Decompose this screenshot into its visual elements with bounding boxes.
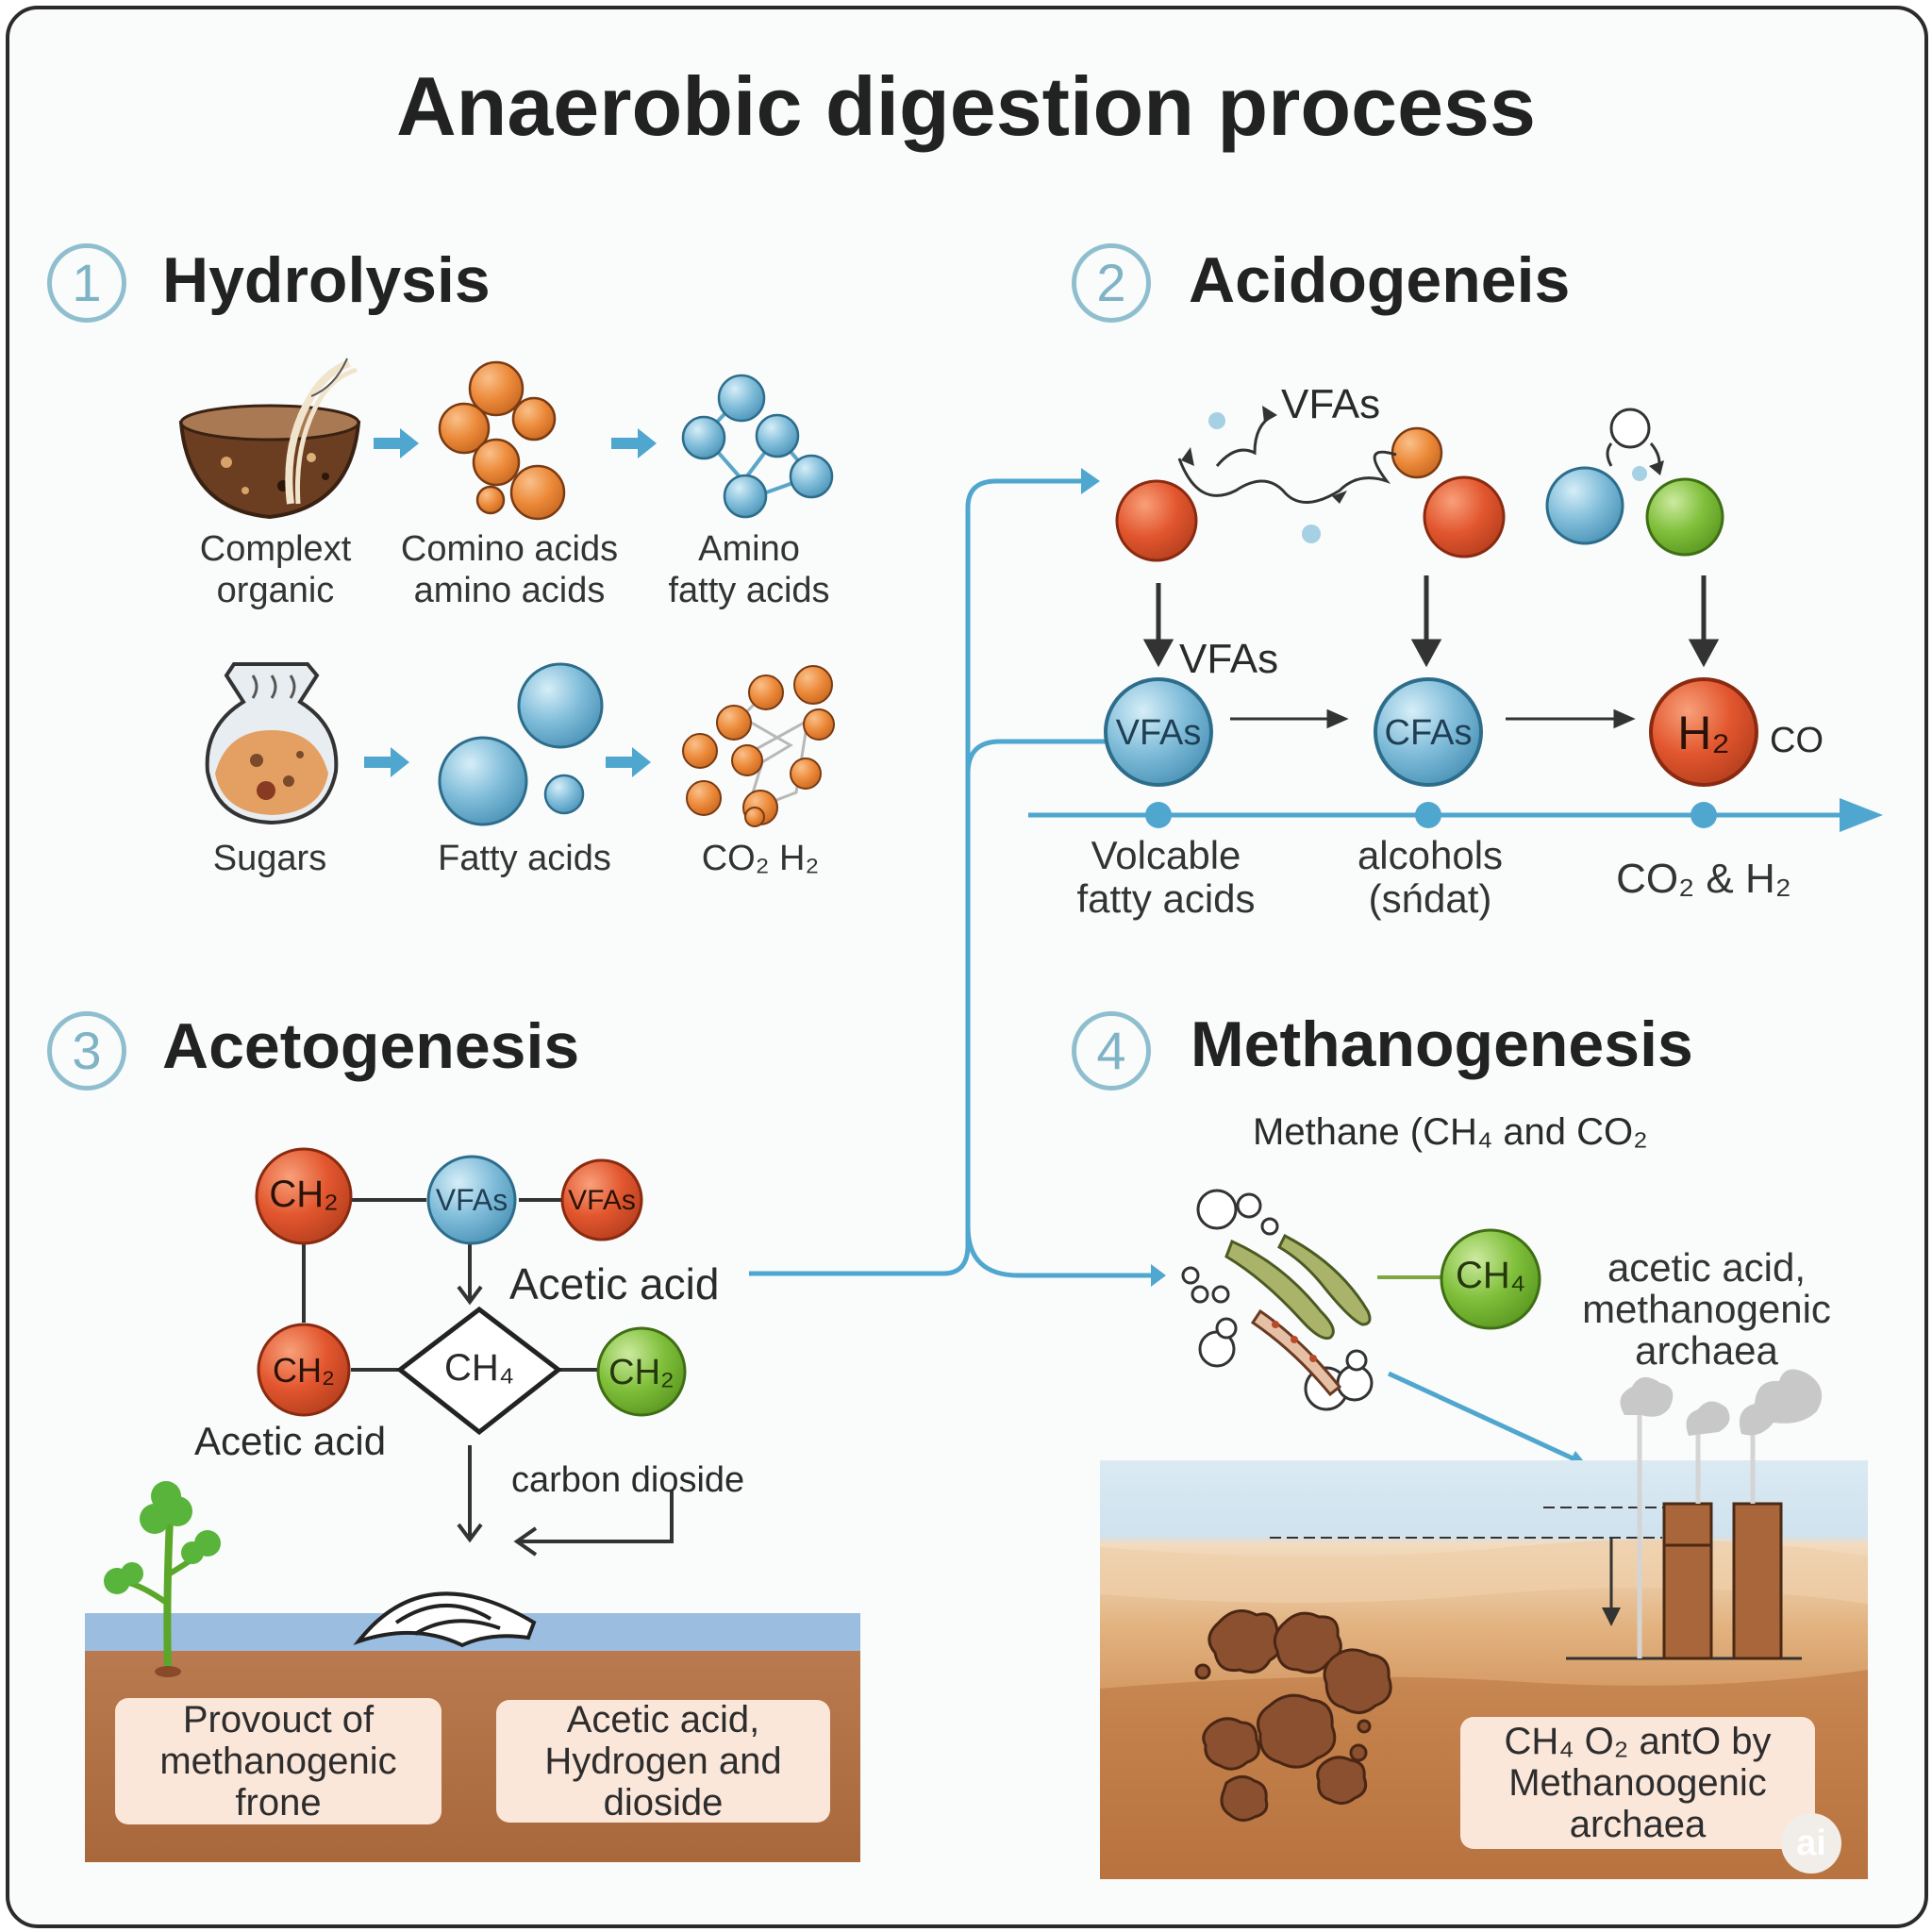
vfas-node-label: VFAs bbox=[1115, 713, 1202, 753]
ch4-diamond-label: CH₄ bbox=[443, 1347, 515, 1389]
amino-fatty-acids-label: Amino fatty acids bbox=[668, 529, 830, 610]
ai-watermark-icon: ai bbox=[1781, 1813, 1841, 1874]
microbes-icon bbox=[1181, 1189, 1441, 1411]
ch4-node-label: CH₄ bbox=[1455, 1255, 1526, 1296]
acidogenesis-molecules bbox=[1115, 406, 1724, 562]
carbon-dioside-label: carbon dioside bbox=[511, 1460, 745, 1500]
sugars-flask-icon bbox=[205, 662, 339, 825]
cfas-node-label: CFAs bbox=[1384, 713, 1473, 753]
complex-organic-label: Complext organic bbox=[199, 529, 352, 610]
co2-h2-cluster-icon bbox=[682, 665, 835, 827]
ch2-green-node-label: CH₂ bbox=[608, 1353, 675, 1392]
soil-clumps-icon bbox=[1194, 1609, 1392, 1822]
amino-fatty-ring-icon bbox=[681, 374, 834, 519]
acidogenesis-title: Acidogeneis bbox=[1189, 244, 1571, 316]
hydrolysis-title: Hydrolysis bbox=[162, 244, 491, 316]
comino-acids-label: Comino acids amino acids bbox=[400, 529, 619, 610]
ch2-left-node-label: CH₂ bbox=[273, 1351, 335, 1390]
timeline-dots bbox=[1145, 802, 1717, 828]
step-4-badge: 4 bbox=[1072, 1011, 1151, 1091]
co2-and-h2-label: CO₂ & H₂ bbox=[1616, 856, 1791, 902]
product-box-left: Provouct of methanogenic frone bbox=[115, 1698, 441, 1824]
acidogenesis-down-arrows bbox=[1142, 575, 1720, 668]
complex-organic-icon bbox=[178, 358, 361, 520]
vfas-right-node-label: VFAs bbox=[568, 1185, 636, 1216]
acetogenesis-nodes bbox=[255, 1147, 687, 1417]
acetogenesis-title: Acetogenesis bbox=[162, 1010, 580, 1082]
vfas-top-label: VFAs bbox=[1281, 381, 1381, 427]
chimneys-icon bbox=[1620, 1369, 1823, 1660]
acidogenesis-nodes bbox=[1104, 677, 1758, 787]
vfas-arrow-label: VFAs bbox=[1179, 636, 1279, 682]
ch4-node bbox=[1440, 1228, 1541, 1330]
sugars-label: Sugars bbox=[212, 839, 327, 878]
acetic-acid-label-left: Acetic acid bbox=[194, 1419, 387, 1463]
product-box-right: Acetic acid, Hydrogen and dioside bbox=[496, 1699, 830, 1824]
acidogenesis-flow-arrows bbox=[1230, 708, 1636, 729]
acetogenesis-links bbox=[302, 1198, 674, 1543]
hydrolysis-arrows bbox=[364, 428, 657, 777]
acetogenesis-arrowheads bbox=[457, 1243, 538, 1557]
ch4-diamond-icon bbox=[395, 1306, 563, 1436]
h2-node-label: H₂ bbox=[1677, 707, 1730, 759]
methanogenesis-title: Methanogenesis bbox=[1191, 1008, 1693, 1080]
co2-h2-label: CO₂ H₂ bbox=[701, 839, 820, 878]
methanogenic-product-box: CH₄ O₂ antO by Methanoogenic archaea bbox=[1460, 1717, 1815, 1849]
ch2-top-node-label: CH₂ bbox=[269, 1174, 339, 1215]
step-3-badge: 3 bbox=[47, 1011, 126, 1091]
volcable-fatty-acids-label: Volcable fatty acids bbox=[1076, 833, 1256, 921]
step-2-badge: 2 bbox=[1072, 243, 1151, 323]
diagram-title: Anaerobic digestion process bbox=[396, 59, 1536, 153]
fatty-acids-bubbles-icon bbox=[438, 662, 604, 826]
fatty-acids-label: Fatty acids bbox=[438, 839, 611, 878]
plant-icon bbox=[104, 1481, 221, 1677]
vfas-mid-node-label: VFAs bbox=[435, 1183, 508, 1217]
step-1-badge: 1 bbox=[47, 243, 126, 323]
methanogenic-archaea-label: acetic acid, methanogenic archaea bbox=[1582, 1245, 1831, 1373]
amino-acid-cluster-icon bbox=[438, 360, 566, 521]
alcohols-label: alcohols (sńdat) bbox=[1357, 833, 1504, 921]
acetic-acid-label-right: Acetic acid bbox=[509, 1259, 720, 1308]
methane-subtitle: Methane (CH₄ and CO₂ bbox=[1253, 1111, 1648, 1153]
co-label: CO bbox=[1770, 721, 1824, 760]
